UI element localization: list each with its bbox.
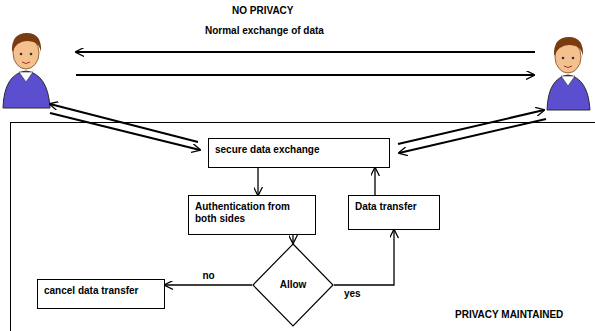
person-right <box>547 37 590 110</box>
privacy-region: PRIVACY MAINTAINED secure data exchangeAu… <box>10 122 595 331</box>
arrow-line <box>50 104 198 142</box>
arrow-line <box>76 51 535 53</box>
person-left <box>3 33 50 108</box>
process-box: cancel data transfer <box>37 279 165 309</box>
flow-connector <box>292 235 293 243</box>
decision-diamond: Allow <box>252 243 334 327</box>
node-text: secure data exchange <box>215 144 383 156</box>
flow-connector <box>257 168 258 195</box>
flow-connector <box>165 284 252 285</box>
arrow-line <box>399 119 546 153</box>
edge-label: yes <box>342 288 363 300</box>
arrow-line <box>50 113 200 150</box>
node-text: Allow <box>280 279 307 291</box>
region-label: PRIVACY MAINTAINED <box>455 309 563 321</box>
node-text: cancel data transfer <box>44 285 158 297</box>
process-box: Authentication from both sides <box>188 195 316 235</box>
node-text: Data transfer <box>355 201 433 213</box>
flow-connector <box>334 230 394 285</box>
process-box: Data transfer <box>348 195 440 230</box>
process-box: secure data exchange <box>208 138 390 168</box>
arrow-line <box>76 74 534 76</box>
node-text: Authentication from both sides <box>195 201 309 225</box>
heading-label: NO PRIVACY <box>232 5 294 17</box>
edge-label: no <box>200 270 216 282</box>
arrow-line <box>398 110 544 144</box>
flow-connector <box>374 168 375 195</box>
heading-label: Normal exchange of data <box>205 25 324 37</box>
